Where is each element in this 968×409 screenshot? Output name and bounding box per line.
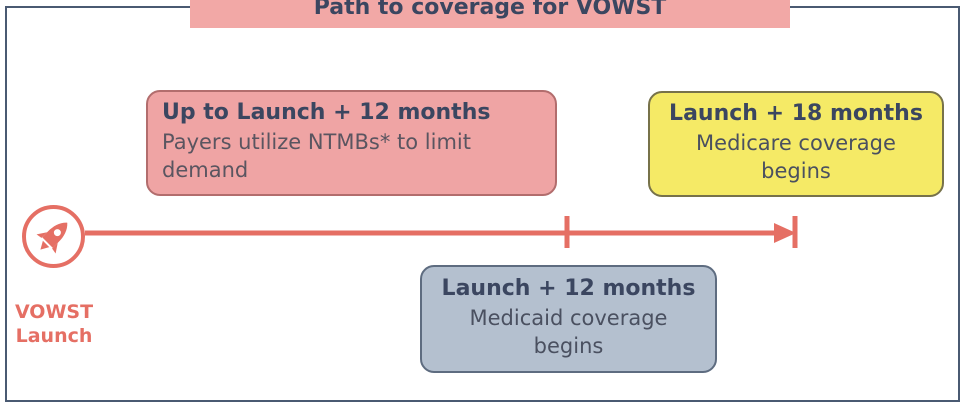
early-period-text-line2: demand [162,158,249,182]
medicaid-text-line2: begins [533,334,604,358]
medicare-text-line1: Medicare coverage [696,131,896,155]
medicaid-heading: Launch + 12 months [441,276,696,301]
early-period-box: Up to Launch + 12 months Payers utilize … [146,90,557,196]
early-period-heading: Up to Launch + 12 months [162,100,491,125]
early-period-text-line1: Payers utilize NTMBs* to limit [162,130,471,154]
diagram-title: Path to coverage for VOWST [313,0,667,20]
medicaid-text-line1: Medicaid coverage [469,306,668,330]
rocket-icon [36,222,68,254]
launch-label: VOWST Launch [14,300,94,348]
launch-label-line2: Launch [15,325,93,347]
title-banner: Path to coverage for VOWST [190,0,790,28]
medicare-text-line2: begins [761,159,831,183]
timeline-arrowhead [774,223,796,243]
launch-marker [22,205,85,268]
medicaid-box: Launch + 12 months Medicaid coverage beg… [420,265,717,373]
medicare-heading: Launch + 18 months [669,101,923,126]
launch-label-line1: VOWST [14,301,94,323]
medicare-box: Launch + 18 months Medicare coverage beg… [648,91,944,197]
